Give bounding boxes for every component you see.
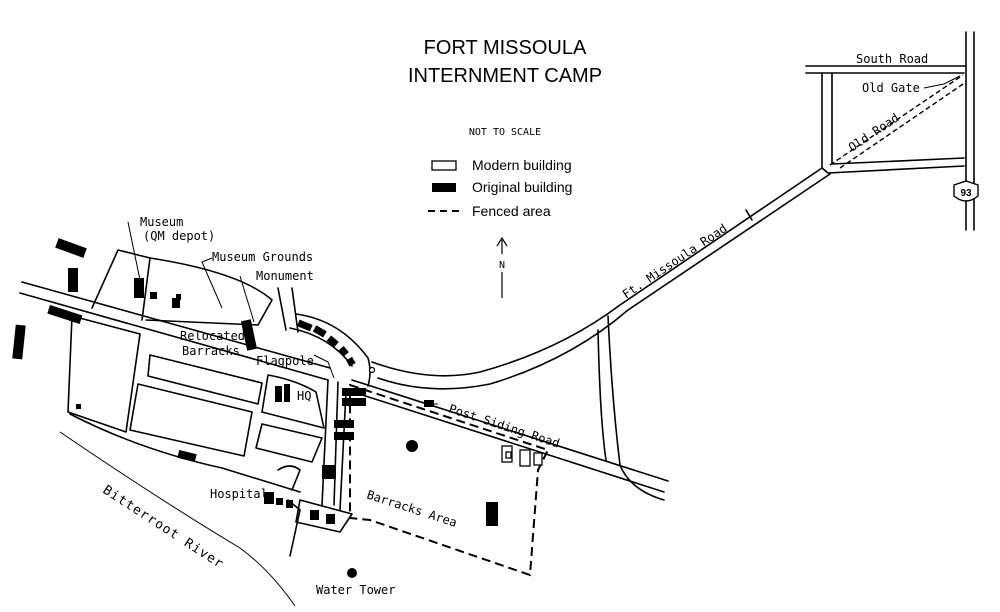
legend-modern-swatch — [431, 160, 457, 171]
old-gate-label: Old Gate — [862, 81, 920, 95]
modern-buildings — [501, 445, 543, 467]
water-tower-label: Water Tower — [316, 583, 395, 597]
south-road-label: South Road — [856, 52, 928, 66]
river-label: Bitterroot River — [100, 483, 227, 573]
original-buildings — [12, 238, 498, 578]
ft-missoula-road-label: Ft. Missoula Road — [620, 221, 730, 301]
post-siding-road-label: Post Siding Road — [447, 402, 561, 451]
river-bank — [59, 431, 296, 607]
highway-93-label: 93 — [960, 188, 972, 199]
legend-original-swatch — [432, 183, 456, 192]
legend-fenced-label: Fenced area — [472, 203, 551, 219]
north-label: N — [499, 260, 505, 271]
northeast-roads — [371, 31, 975, 501]
legend-original-label: Original building — [472, 179, 572, 195]
leader-lines — [127, 221, 438, 495]
north-arrow-icon — [496, 236, 508, 298]
relocated-label: Relocated — [180, 329, 245, 343]
map-title-line-1: FORT MISSOULA — [424, 37, 587, 59]
highway-93-shield-icon — [953, 180, 979, 202]
flagpole-label: Flagpole — [256, 354, 314, 368]
monument-label: Monument — [256, 269, 314, 283]
old-road-label: Old Road — [846, 111, 902, 155]
fenced-area-boundary — [349, 383, 550, 577]
hq-label: HQ — [297, 389, 311, 403]
museum-label: Museum — [140, 215, 183, 229]
qm-depot-label: (QM depot) — [143, 229, 215, 243]
map-legend: Modern building Original building Fenced… — [428, 157, 572, 219]
hospital-label: Hospital — [210, 487, 268, 501]
map-title-line-2: INTERNMENT CAMP — [408, 65, 602, 87]
legend-modern-label: Modern building — [472, 157, 572, 173]
west-campus-roads — [19, 249, 376, 557]
post-siding-road — [349, 379, 669, 493]
barracks-label: Barracks — [182, 344, 240, 358]
museum-grounds-label: Museum Grounds — [212, 250, 313, 264]
scale-note: NOT TO SCALE — [469, 127, 541, 138]
